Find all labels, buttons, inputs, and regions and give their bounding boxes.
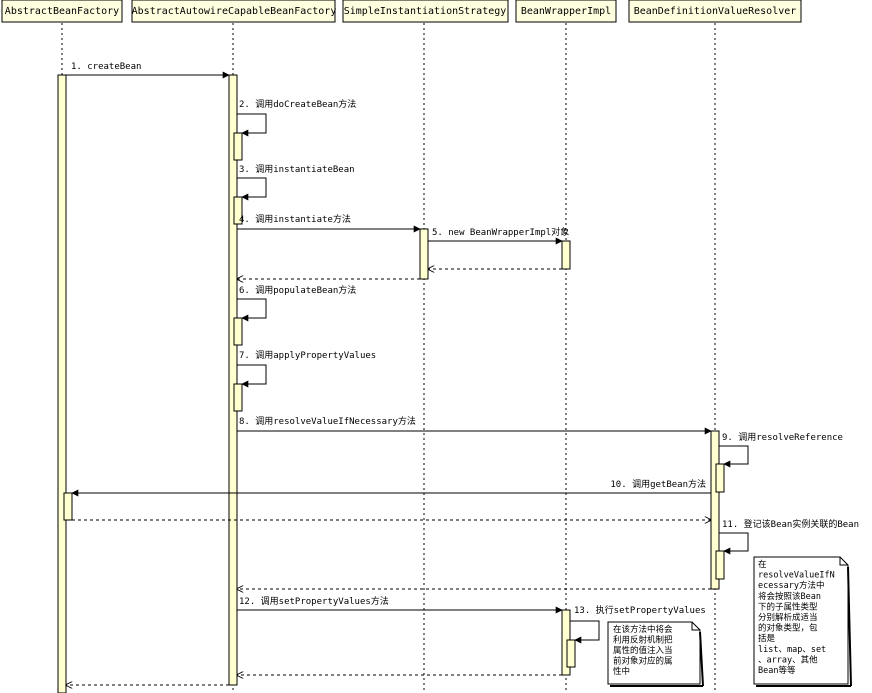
note-line: list、map、set: [758, 645, 826, 655]
message-arrow-9: [719, 445, 749, 468]
activation-aacbf-6: [233, 317, 243, 346]
participant-label: AbstractAutowireCapableBeanFactory: [132, 6, 337, 17]
participant-label: SimpleInstantiationStrategy: [344, 6, 507, 17]
note-line: 下的子属性类型: [758, 601, 818, 612]
note-line: 在: [758, 559, 767, 570]
message-label-5: 5. new BeanWrapperImpl对象: [432, 226, 569, 238]
note-line: 括是: [758, 633, 776, 644]
message-label-12: 12. 调用setPropertyValues方法: [239, 595, 389, 607]
participant-bean-wrapper-impl: BeanWrapperImpl: [515, 0, 617, 23]
message-label-9: 9. 调用resolveReference: [722, 432, 843, 443]
note-line: resolveValueIfN: [758, 571, 835, 581]
participant-simple-instantiation-strategy: SimpleInstantiationStrategy: [342, 0, 509, 23]
message-label-8: 8. 调用resolveValueIfNecessary方法: [239, 415, 416, 427]
activation-bwi-5: [561, 240, 571, 270]
message-label-3: 3. 调用instantiateBean: [239, 164, 355, 175]
note-reflection-text: 在该方法中将会利用反射机制把属性的值注入当前对象对应的属性中: [613, 624, 673, 677]
message-arrow-7: [237, 364, 267, 388]
message-label-13: 13. 执行setPropertyValues: [574, 604, 706, 616]
note-line: 前对象对应的属: [613, 656, 673, 667]
note-line: 在该方法中将会: [613, 624, 673, 635]
note-line: 性中: [613, 666, 630, 677]
participant-label: BeanDefinitionValueResolver: [634, 6, 797, 17]
message-arrow-11: [719, 532, 749, 555]
message-label-4: 4. 调用instantiate方法: [239, 213, 351, 225]
activation-aacbf-3: [233, 196, 243, 225]
activation-abf-getbean: [63, 492, 73, 521]
participant-abstract-bean-factory: AbstractBeanFactory: [1, 0, 123, 23]
participant-bean-definition-value-resolver: BeanDefinitionValueResolver: [628, 0, 802, 23]
message-label-6: 6. 调用populateBean方法: [239, 284, 356, 296]
activation-bdvr-main: [710, 430, 720, 590]
message-arrow-13: [570, 620, 600, 644]
note-line: 属性的值注入当: [613, 645, 673, 656]
message-arrow-3: [237, 177, 267, 201]
activation-aacbf-main: [228, 74, 238, 686]
activation-aacbf-7: [233, 383, 243, 412]
activation-bdvr-9: [715, 463, 725, 493]
note-line: 利用反射机制把: [613, 635, 673, 646]
note-line: 的对象类型，包: [758, 623, 818, 634]
note-line: 分别解析成适当: [758, 612, 818, 623]
note-line: 将会按照该Bean: [758, 591, 821, 602]
message-label-10: 10. 调用getBean方法: [610, 478, 706, 490]
activation-bdvr-11: [715, 550, 725, 580]
participant-label: AbstractBeanFactory: [5, 6, 119, 17]
activation-sis: [419, 228, 429, 280]
activation-aacbf-2: [233, 132, 243, 161]
message-label-1: 1. createBean: [71, 62, 141, 72]
message-label-7: 7. 调用applyPropertyValues: [239, 350, 376, 361]
activation-abf-main: [57, 74, 67, 693]
note-line: 、array、其他: [758, 654, 818, 665]
message-label-2: 2. 调用doCreateBean方法: [239, 98, 356, 110]
note-line: ecessary方法中: [758, 580, 824, 591]
activation-bwi-13b: [566, 639, 576, 668]
note-line: Bean等等: [758, 665, 796, 676]
message-arrow-2: [237, 113, 267, 137]
message-label-11: 11. 登记该Bean实例关联的Bean: [722, 518, 859, 530]
participant-abstract-autowire-capable-bean-factory: AbstractAutowireCapableBeanFactory: [131, 0, 337, 23]
participant-label: BeanWrapperImpl: [521, 6, 611, 17]
message-arrow-6: [237, 298, 267, 322]
note-reflection: 在该方法中将会利用反射机制把属性的值注入当前对象对应的属性中: [607, 621, 704, 687]
